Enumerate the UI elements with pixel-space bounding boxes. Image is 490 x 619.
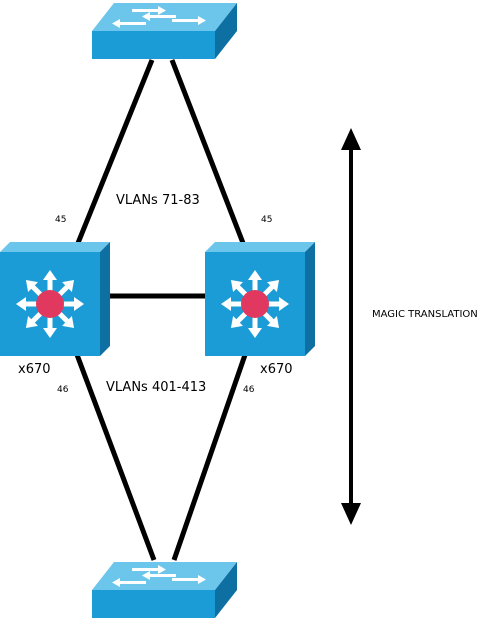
left-router-name: x670 (18, 362, 51, 377)
link-left-router-bottom-switch (73, 351, 157, 561)
layer2-switch-icon (92, 3, 237, 59)
double-headed-vertical-arrow-icon (341, 128, 361, 525)
layer2-switch-icon (92, 562, 237, 618)
vlan-upper-label: VLANs 71-83 (116, 193, 200, 208)
layer3-switch-icon (205, 242, 315, 356)
port-label-top-left: 45 (55, 215, 66, 225)
translation-label: MAGIC TRANSLATION (372, 309, 478, 320)
right-router (205, 242, 315, 356)
links (73, 59, 249, 561)
vlan-lower-label: VLANs 401-413 (106, 380, 206, 395)
link-top-switch-right-router (169, 59, 246, 244)
bottom-switch (92, 562, 237, 618)
port-label-top-right: 45 (261, 215, 272, 225)
layer3-switch-icon (0, 242, 110, 356)
link-top-switch-left-router (75, 59, 155, 244)
right-router-name: x670 (260, 362, 293, 377)
left-router (0, 242, 110, 356)
port-label-bottom-left: 46 (57, 385, 69, 395)
port-label-bottom-right: 46 (243, 385, 255, 395)
link-right-router-bottom-switch (171, 351, 249, 561)
top-switch (92, 3, 237, 59)
